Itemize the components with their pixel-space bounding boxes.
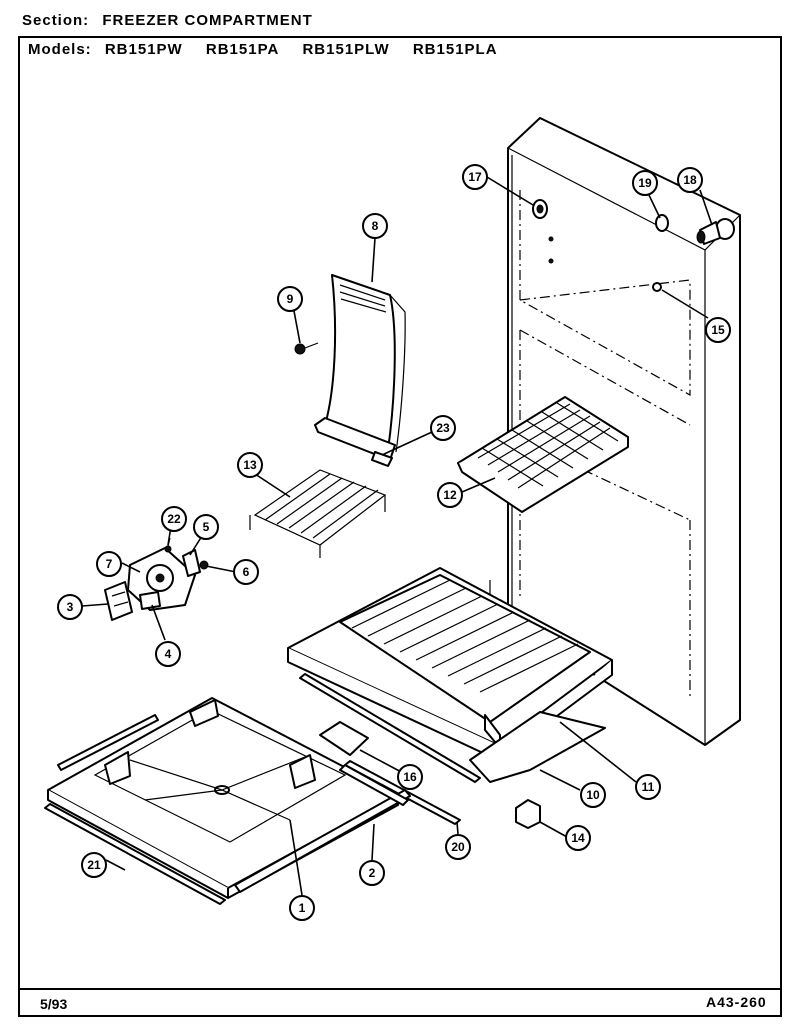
callout-12: 12 <box>437 482 463 508</box>
model-rb151plw: RB151PLW <box>302 41 390 58</box>
svg-text:21: 21 <box>87 858 101 872</box>
svg-text:22: 22 <box>167 512 181 526</box>
callout-15: 15 <box>705 317 731 343</box>
svg-text:11: 11 <box>642 780 655 794</box>
part-21-gasket-strip <box>44 714 226 905</box>
svg-text:4: 4 <box>165 647 172 661</box>
part-16-clip <box>319 721 369 756</box>
section-header: Section: FREEZER COMPARTMENT <box>22 12 313 29</box>
callout-8: 8 <box>362 213 388 239</box>
callout-13: 13 <box>237 452 263 478</box>
callout-9: 9 <box>277 286 303 312</box>
svg-text:17: 17 <box>468 170 482 184</box>
svg-text:5: 5 <box>203 520 210 534</box>
section-value: FREEZER COMPARTMENT <box>102 12 313 29</box>
svg-text:23: 23 <box>436 421 450 435</box>
leader-lines <box>81 176 713 896</box>
callout-7: 7 <box>96 551 122 577</box>
svg-text:1: 1 <box>299 901 306 915</box>
part-17-grommet <box>532 199 548 219</box>
callout-1: 1 <box>289 895 315 921</box>
part-14-bracket <box>515 799 541 829</box>
part-12-ice-tray <box>457 396 629 513</box>
svg-text:2: 2 <box>369 866 376 880</box>
svg-text:15: 15 <box>711 323 725 337</box>
callout-11: 11 <box>635 774 661 800</box>
svg-text:9: 9 <box>287 292 294 306</box>
callout-23: 23 <box>430 415 456 441</box>
footer-date: 5/93 <box>40 996 68 1012</box>
callout-17: 17 <box>462 164 488 190</box>
footer-diagram-code: A43-260 <box>706 994 767 1010</box>
svg-text:3: 3 <box>67 600 74 614</box>
callout-16: 16 <box>397 764 423 790</box>
svg-text:12: 12 <box>443 488 457 502</box>
svg-text:16: 16 <box>403 770 417 784</box>
callout-20: 20 <box>445 834 471 860</box>
callout-19: 19 <box>632 170 658 196</box>
svg-text:20: 20 <box>451 840 465 854</box>
callout-14: 14 <box>565 825 591 851</box>
svg-text:13: 13 <box>243 458 257 472</box>
part-15-screw <box>652 282 662 292</box>
model-rb151pla: RB151PLA <box>412 41 498 58</box>
part-3-fan-motor <box>104 581 133 621</box>
callout-21: 21 <box>81 852 107 878</box>
part-11-freezer-shelf <box>287 567 613 761</box>
callout-4: 4 <box>155 641 181 667</box>
svg-text:19: 19 <box>638 176 652 190</box>
part-19-knob <box>655 214 669 232</box>
callout-2: 2 <box>359 860 385 886</box>
callout-10: 10 <box>580 782 606 808</box>
part-10-shelf-insert <box>469 711 606 783</box>
svg-text:8: 8 <box>372 219 379 233</box>
part-8-air-duct <box>314 274 406 467</box>
part-6-screw <box>199 560 209 570</box>
svg-text:14: 14 <box>571 831 585 845</box>
part-2-gasket-strip <box>234 764 411 893</box>
model-rb151pw: RB151PW <box>104 41 183 58</box>
part-13-wire-shelf <box>249 469 387 558</box>
svg-text:18: 18 <box>683 173 697 187</box>
callout-3: 3 <box>57 594 83 620</box>
part-18-thermostat <box>696 218 735 245</box>
section-label: Section: <box>22 12 90 29</box>
svg-text:10: 10 <box>586 788 600 802</box>
models-header: Models: RB151PW RB151PA RB151PLW RB151PL… <box>28 41 516 58</box>
callout-5: 5 <box>193 514 219 540</box>
part-4-fan-blade <box>139 591 161 610</box>
footer-divider <box>18 988 782 990</box>
svg-text:7: 7 <box>106 557 113 571</box>
callout-6: 6 <box>233 559 259 585</box>
model-rb151pa: RB151PA <box>205 41 280 58</box>
svg-text:6: 6 <box>243 565 250 579</box>
part-9-screw <box>294 342 319 355</box>
models-label: Models: <box>28 41 92 58</box>
callout-18: 18 <box>677 167 703 193</box>
diagram-frame <box>18 36 782 1017</box>
callout-22: 22 <box>161 506 187 532</box>
